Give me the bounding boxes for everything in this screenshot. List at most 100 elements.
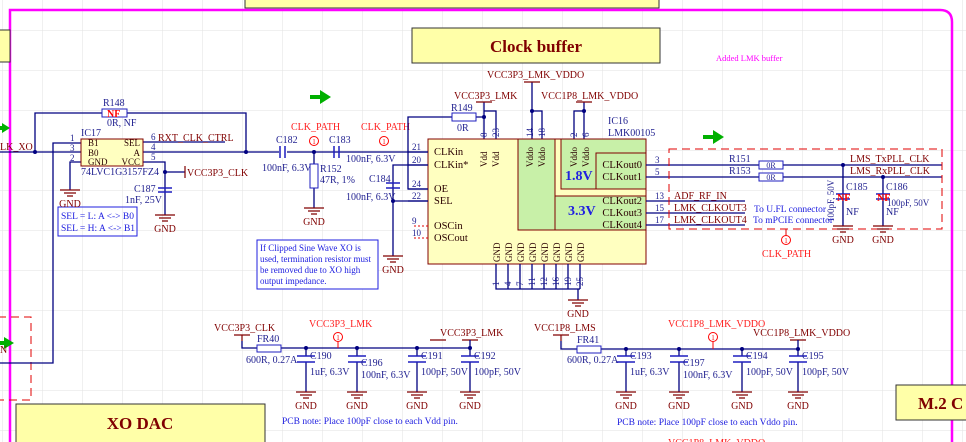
c184-capacitor — [386, 182, 400, 189]
ic16-gnd-pin-name: GND — [576, 242, 586, 262]
title-block-top — [244, 0, 660, 9]
r152-ref: R152 — [320, 164, 342, 175]
net-lmk-clkout4: LMK_CLKOUT4 — [674, 215, 747, 226]
net-vcc1p8-lmk-vddo: VCC1P8_LMK_VDDO — [541, 91, 638, 102]
fr40-value: 600R, 0.27A — [246, 355, 298, 366]
ic16-pin-number: 17 — [655, 215, 665, 225]
ic16-pin-name: CLKin* — [434, 160, 468, 171]
r152-value: 47R, 1% — [320, 175, 355, 186]
ic16-gnd-pin-number: 19 — [563, 277, 573, 287]
ground-icon — [296, 391, 316, 399]
output-section: 0R 0R R151 R153 LMS_TxPLL_CLK LMS_RxPLL_… — [668, 148, 943, 260]
ic16-gnd-pin-name: GND — [552, 242, 562, 262]
ground-icon — [460, 391, 480, 399]
capacitor-ref: C197 — [683, 358, 705, 369]
ground-icon — [568, 299, 588, 307]
junction-dot — [796, 347, 800, 351]
pin-number: 4 — [151, 142, 156, 152]
net-vcc3p3-lmk-vddo: VCC3P3_LMK_VDDO — [487, 70, 584, 81]
ic16-gnd-pin-name: GND — [528, 242, 538, 262]
ic16-pin-number: 14 — [525, 128, 535, 138]
net-vcc1p8-lmk-vddo: VCC1P8_LMK_VDDO — [753, 328, 850, 339]
left-dashed-group — [0, 316, 32, 401]
ic16-pin-name: Vdd — [479, 151, 489, 167]
c186-nf: NF — [886, 207, 899, 218]
bank-18-label: 1.8V — [565, 169, 593, 184]
ic16-pin-name: OE — [434, 184, 448, 195]
ic16-pin-name: Vddo — [537, 147, 547, 167]
net-left-n: N — [0, 345, 7, 356]
net-gnd: GND — [59, 199, 81, 210]
net-gnd: GND — [668, 401, 690, 412]
ic16-pin-name: SEL — [434, 196, 453, 207]
fr40-ferrite — [256, 344, 282, 353]
capacitor-gap — [790, 356, 806, 362]
net-gnd: GND — [567, 309, 589, 320]
arrow-icons — [0, 90, 724, 349]
junction-dot — [468, 346, 472, 350]
connector-note: To U.FL connector — [754, 205, 827, 215]
r153-ref: R153 — [729, 166, 751, 177]
junction-dot — [740, 347, 744, 351]
net-gnd: GND — [303, 217, 325, 228]
ic16-pin-name: Vddo — [525, 147, 535, 167]
ground-icon — [383, 255, 403, 263]
r151-resistor — [758, 160, 784, 170]
capacitor-gap — [462, 356, 478, 362]
title-block-m2: M.2 C — [895, 384, 966, 421]
vddo-filter: VCC1P8_LMS FR41 600R, 0.27A VCC1P8_LMK_V… — [534, 319, 850, 442]
ic16-gnd-pin-number: 11 — [527, 277, 537, 286]
c186-nf-mark: NF — [877, 193, 890, 204]
ic16-pin-number: 22 — [412, 191, 421, 201]
net-gnd: GND — [295, 401, 317, 412]
ic16-pin-name: Vdd — [491, 151, 501, 167]
r148-resistor — [101, 108, 128, 118]
probe-clk-path: CLK_PATH — [361, 122, 410, 133]
ground-icon — [347, 391, 367, 399]
ic16-pin-name: CLKout3 — [602, 208, 642, 219]
junction-dot — [415, 346, 419, 350]
junction-dot — [355, 346, 359, 350]
net-gnd: GND — [346, 401, 368, 412]
capacitor-value: 100pF, 50V — [746, 367, 794, 378]
pcb-note-vddo: PCB note: Place 100pF close to each Vddo… — [617, 418, 798, 428]
ic16-pin-number: 2 — [569, 133, 579, 138]
title-block-xo-dac: XO DAC — [15, 403, 266, 442]
probe-marker: 1 — [379, 136, 389, 146]
output-dashed-group — [668, 148, 943, 230]
capacitor-symbol — [733, 355, 751, 363]
ic16-gnd-pin-name: GND — [492, 242, 502, 262]
net-gnd: GND — [406, 401, 428, 412]
capacitor-symbol — [789, 355, 807, 363]
net-lmk-clkout3: LMK_CLKOUT3 — [674, 203, 747, 214]
net-vcc1p8-lmk-vddo-probe: VCC1P8_LMK_VDDO — [668, 438, 765, 442]
ic16-pin-number: 18 — [537, 128, 547, 138]
fr41-value: 600R, 0.27A — [567, 355, 619, 366]
c187-capacitor — [158, 187, 172, 193]
net-adf-rf-in: ADF_RF_IN — [674, 191, 727, 202]
ic16-pin-name: OSCout — [434, 233, 468, 244]
green-arrow-icon — [703, 130, 724, 144]
ic16-pin-number: 10 — [412, 228, 422, 238]
ic17-part: 74LVC1G3157FZ4 — [81, 167, 159, 178]
ic16-pin-name: Vddo — [569, 147, 579, 167]
r148-value: 0R, NF — [107, 118, 137, 129]
ic16-pin-number: 13 — [655, 191, 665, 201]
net-gnd: GND — [154, 224, 176, 235]
net-gnd: GND — [832, 235, 854, 246]
ic16-gnd-pin-number: 1 — [491, 282, 501, 287]
capacitor-symbol — [617, 355, 635, 363]
ic16-pin-number: 3 — [655, 155, 660, 165]
sheet-border — [8, 8, 954, 442]
probe-marker: 1 — [781, 235, 791, 245]
ground-symbols: GND GND GND GND GND GND GND GND GND GND GND GND GND G… — [59, 189, 894, 412]
net-gnd: GND — [787, 401, 809, 412]
bank-33-label: 3.3V — [568, 204, 596, 219]
ic17-pin-b0: B0 — [88, 148, 99, 158]
c187-ref: C187 — [134, 184, 156, 195]
r149-resistor — [451, 112, 477, 122]
capacitor-ref: C191 — [421, 351, 443, 362]
ic16-pin-name: OSCin — [434, 221, 463, 232]
